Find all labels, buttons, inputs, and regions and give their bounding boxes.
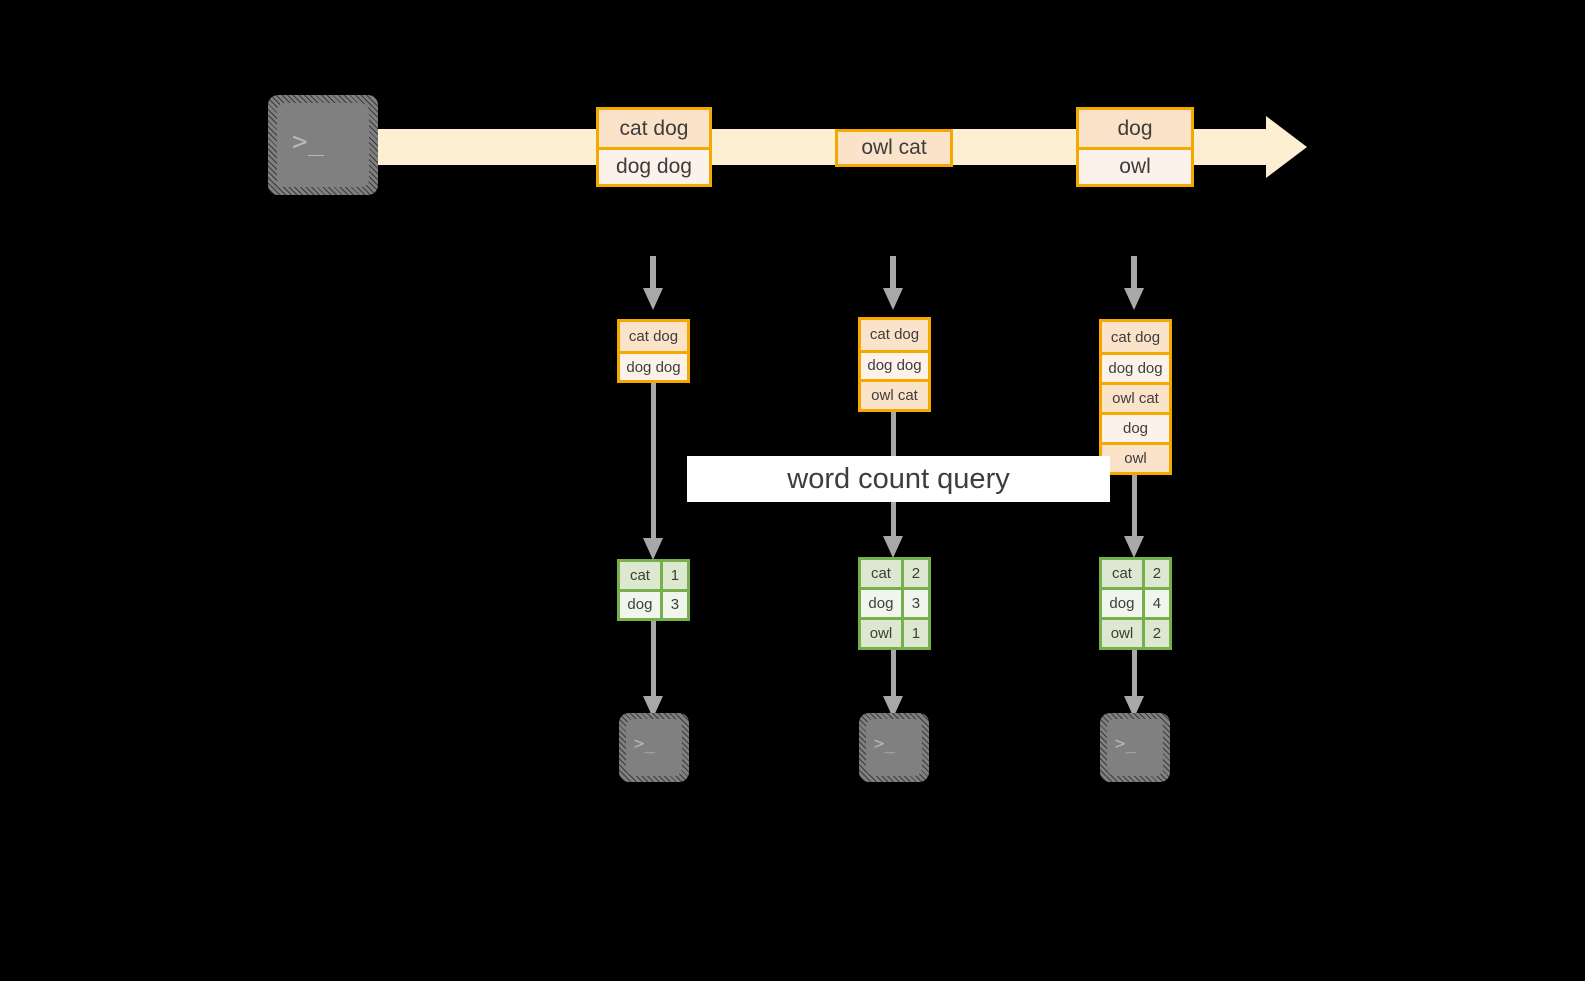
table-row: cat 1 <box>620 562 688 589</box>
word-count-result-table: cat 1 dog 3 <box>617 559 690 621</box>
table-row: owl 1 <box>861 617 929 647</box>
accumulated-lines-box: cat dog dog dog owl cat <box>858 317 931 412</box>
terminal-prompt-glyph: >_ <box>874 734 896 754</box>
batch-to-stage-arrowhead <box>883 288 903 310</box>
result-word: owl <box>1102 620 1145 647</box>
stream-batch-box: owl cat <box>835 129 953 167</box>
result-count: 2 <box>903 560 929 587</box>
query-banner-label: word count query <box>787 462 1010 495</box>
stage-to-result-arrowhead <box>883 536 903 558</box>
word-count-result-table: cat 2 dog 4 owl 2 <box>1099 557 1172 650</box>
result-word: owl <box>861 620 904 647</box>
result-word: dog <box>861 590 904 617</box>
sink-terminal-icon[interactable]: >_ <box>619 713 689 782</box>
table-row: dog 3 <box>861 587 929 617</box>
batch-to-stage-connector <box>1131 256 1137 290</box>
stream-timeline-arrowhead <box>1266 116 1307 178</box>
stream-batch-box: cat dog dog dog <box>596 107 712 187</box>
batch-to-stage-connector <box>650 256 656 290</box>
word-count-result-table: cat 2 dog 3 owl 1 <box>858 557 931 650</box>
result-count: 3 <box>903 590 929 617</box>
result-count: 3 <box>662 591 688 618</box>
sink-terminal-icon[interactable]: >_ <box>1100 713 1170 782</box>
terminal-body <box>1107 719 1163 776</box>
accumulated-lines-box: cat dog dog dog <box>617 319 690 383</box>
accumulated-line: owl cat <box>861 379 928 409</box>
batch-to-stage-connector <box>890 256 896 290</box>
result-count: 2 <box>1144 560 1170 587</box>
table-row: owl 2 <box>1102 617 1170 647</box>
batch-line: dog <box>1079 110 1191 147</box>
result-word: cat <box>1102 560 1145 587</box>
result-word: dog <box>620 591 663 618</box>
accumulated-lines-box: cat dog dog dog owl cat dog owl <box>1099 319 1172 475</box>
accumulated-line: owl cat <box>1102 382 1169 412</box>
source-terminal-icon[interactable]: >_ <box>268 95 378 195</box>
sink-terminal-icon[interactable]: >_ <box>859 713 929 782</box>
terminal-prompt-glyph: >_ <box>634 734 656 754</box>
stage-to-result-connector <box>651 383 656 541</box>
result-count: 1 <box>662 562 688 589</box>
terminal-prompt-glyph: >_ <box>292 127 325 157</box>
batch-to-stage-arrowhead <box>643 288 663 310</box>
batch-line: dog dog <box>599 147 709 184</box>
terminal-body <box>866 719 922 776</box>
accumulated-line: dog dog <box>861 349 928 380</box>
result-word: cat <box>861 560 904 587</box>
result-to-sink-connector <box>891 650 896 699</box>
stream-batch-box: dog owl <box>1076 107 1194 187</box>
result-to-sink-connector <box>1132 650 1137 699</box>
table-row: cat 2 <box>861 560 929 587</box>
result-to-sink-arrowhead <box>643 696 663 718</box>
terminal-prompt-glyph: >_ <box>1115 734 1137 754</box>
batch-to-stage-arrowhead <box>1124 288 1144 310</box>
accumulated-line: cat dog <box>620 322 687 351</box>
result-count: 1 <box>903 620 929 647</box>
table-row: cat 2 <box>1102 560 1170 587</box>
result-word: dog <box>1102 590 1145 617</box>
terminal-body <box>626 719 682 776</box>
batch-line: owl <box>1079 147 1191 184</box>
result-to-sink-arrowhead <box>883 696 903 718</box>
accumulated-line: cat dog <box>1102 322 1169 352</box>
result-count: 4 <box>1144 590 1170 617</box>
table-row: dog 3 <box>620 588 688 618</box>
result-to-sink-connector <box>651 621 656 699</box>
result-to-sink-arrowhead <box>1124 696 1144 718</box>
accumulated-line: dog dog <box>620 351 687 380</box>
accumulated-line: dog dog <box>1102 352 1169 382</box>
accumulated-line: dog <box>1102 412 1169 442</box>
terminal-body <box>277 103 369 187</box>
accumulated-line: owl <box>1102 442 1169 472</box>
stage-to-result-arrowhead <box>643 538 663 560</box>
batch-line: cat dog <box>599 110 709 147</box>
result-word: cat <box>620 562 663 589</box>
table-row: dog 4 <box>1102 587 1170 617</box>
result-count: 2 <box>1144 620 1170 647</box>
query-banner: word count query <box>687 456 1110 502</box>
stage-to-result-connector <box>1132 475 1137 540</box>
stage-to-result-arrowhead <box>1124 536 1144 558</box>
batch-line: owl cat <box>838 132 950 164</box>
accumulated-line: cat dog <box>861 320 928 350</box>
